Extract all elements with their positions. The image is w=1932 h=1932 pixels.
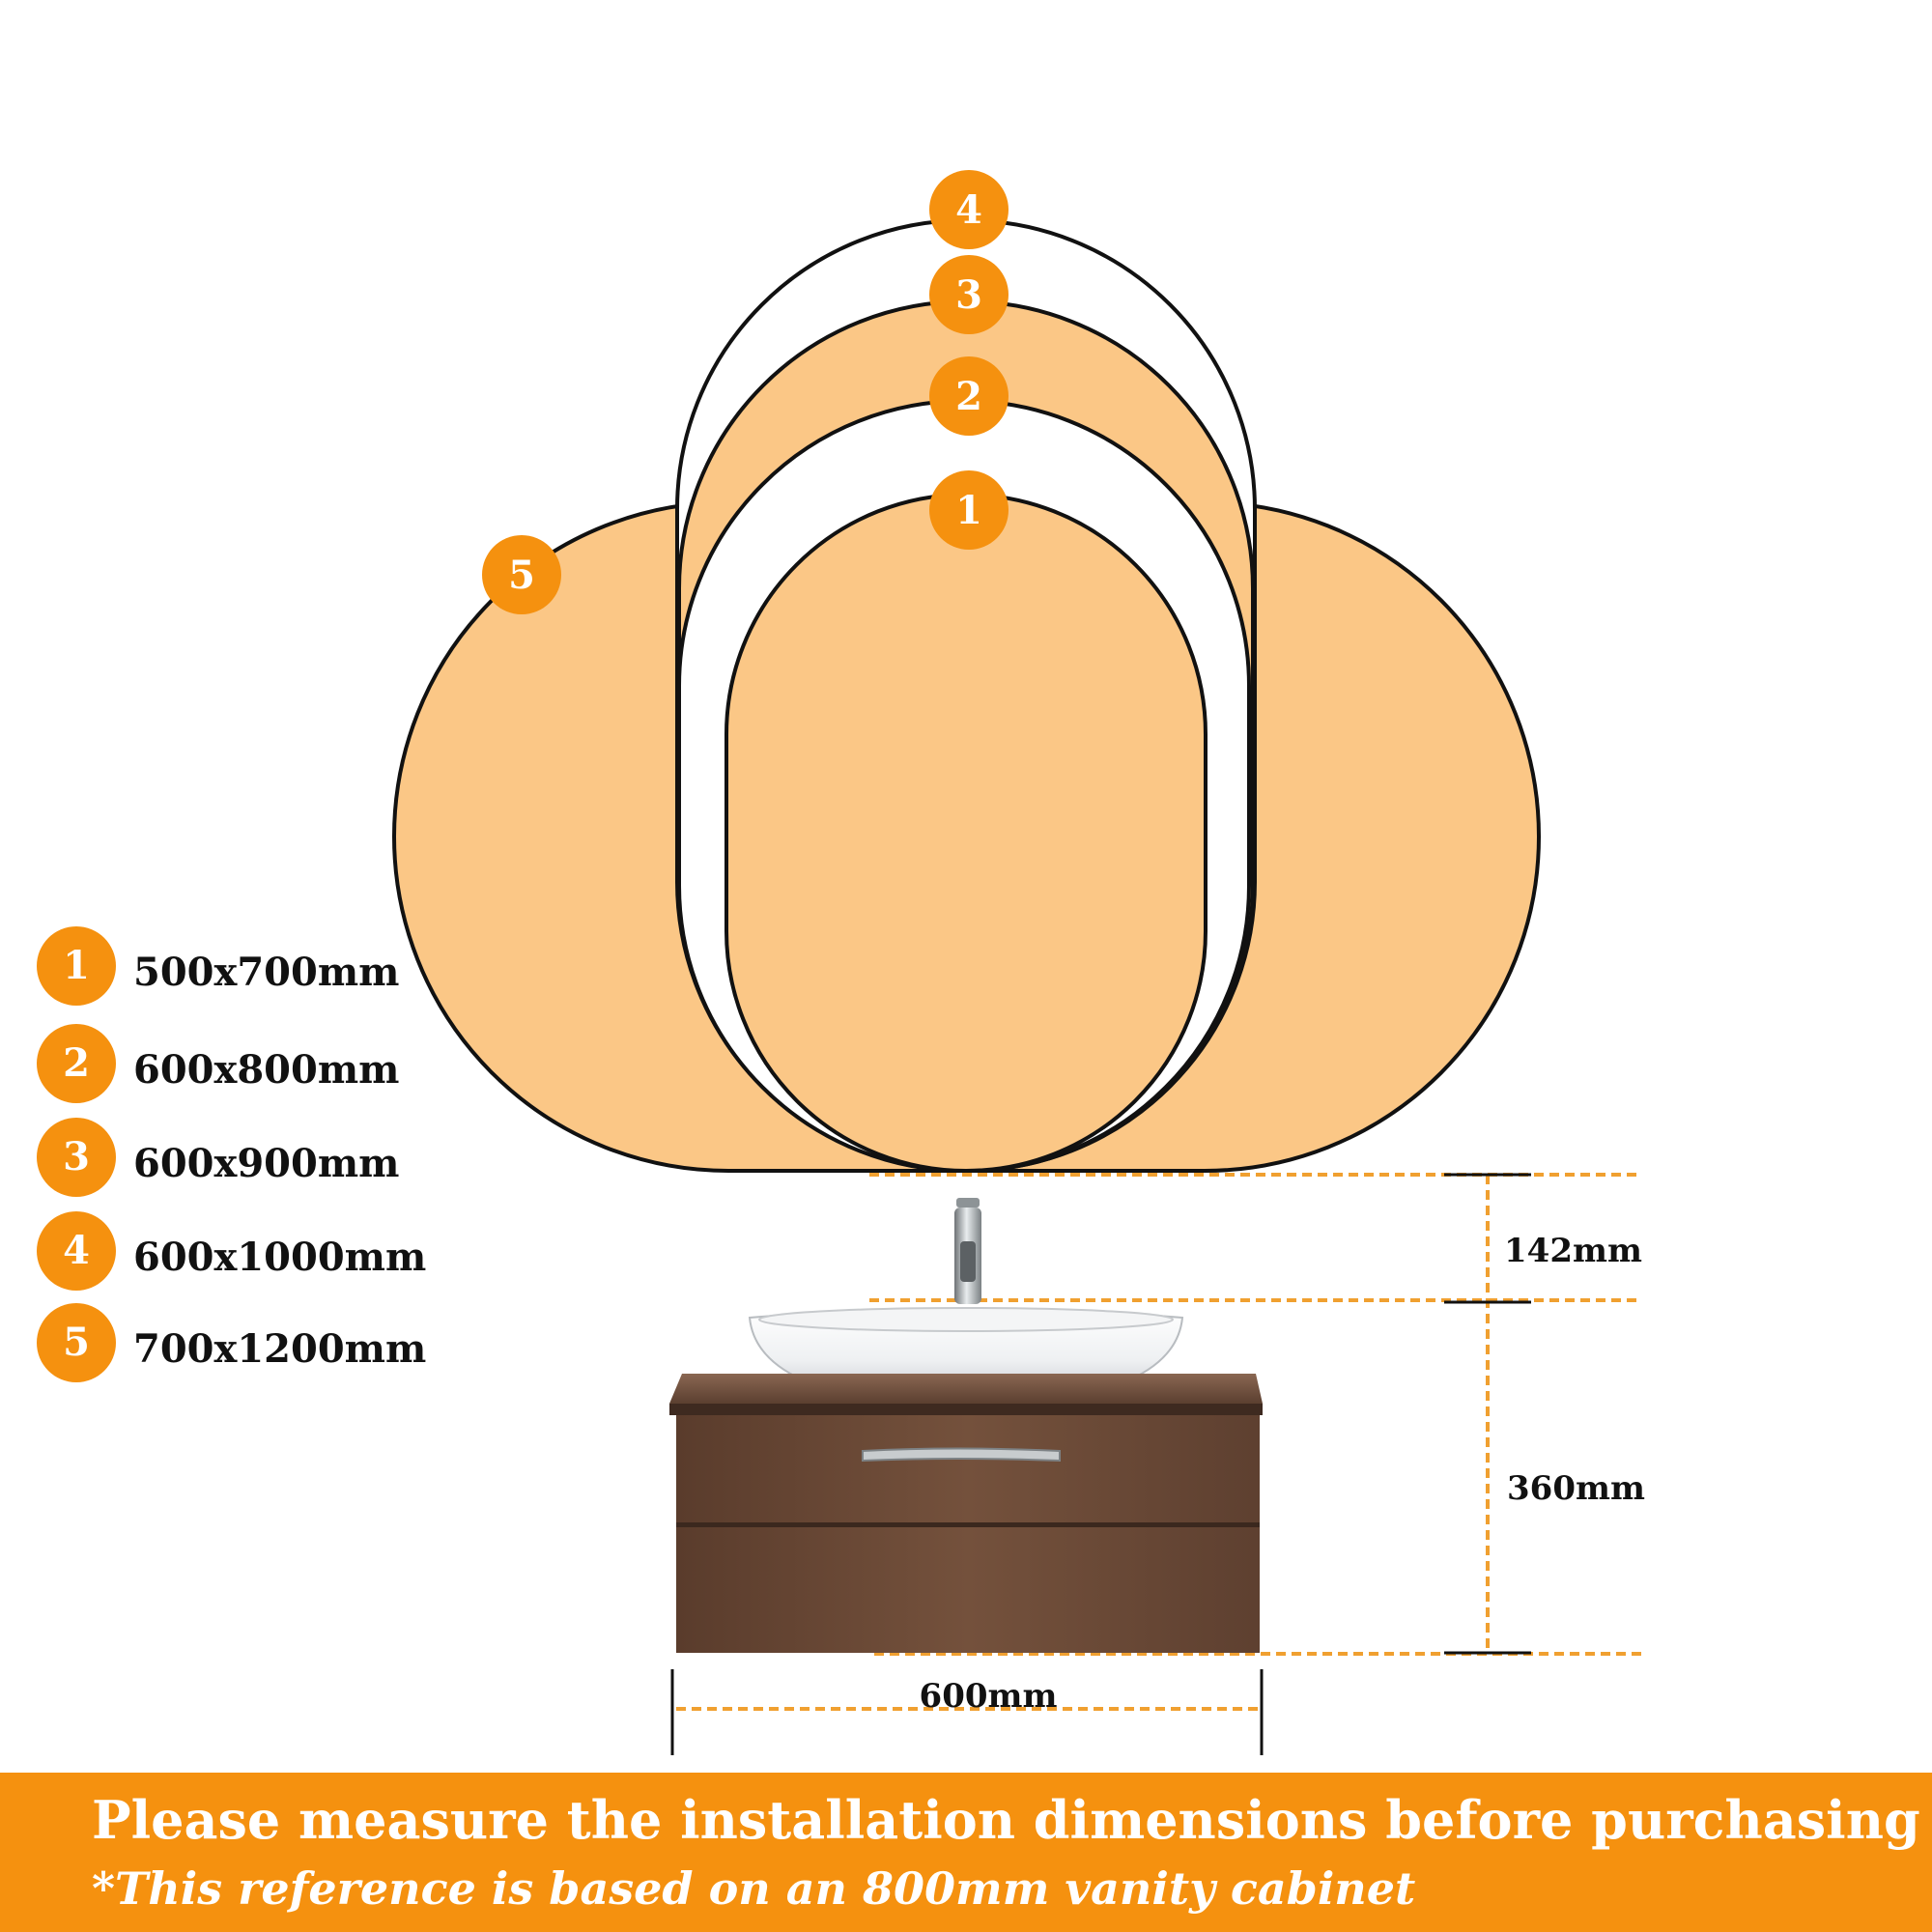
banner-headline: Please measure the installation dimensio…	[92, 1789, 1920, 1851]
dimension-ticks	[670, 1173, 1531, 1755]
banner-subtext: *This reference is based on an 800mm van…	[92, 1862, 1416, 1915]
legend-number: 1	[63, 943, 90, 988]
mirror-size-diagram: 4 3 2 1 5 1 500x700mm 2 600x800mm 3 600x…	[37, 170, 1647, 1755]
dimension-guides	[676, 1173, 1647, 1711]
mirror-1-number: 1	[955, 488, 982, 533]
mirror-4-number: 4	[955, 187, 982, 233]
mirror-2-number: 2	[955, 374, 982, 419]
legend-label: 600x1000mm	[133, 1235, 426, 1280]
vanity-cabinet-illustration	[669, 1374, 1263, 1653]
legend-item: 2 600x800mm	[37, 1024, 400, 1103]
legend-item: 5 700x1200mm	[37, 1303, 426, 1382]
notice-banner	[0, 1773, 1932, 1932]
legend-item: 4 600x1000mm	[37, 1211, 426, 1291]
cabinet-width-label: 600mm	[920, 1677, 1058, 1716]
mirror-4-badge: 4	[929, 170, 1009, 249]
mirror-3-number: 3	[955, 272, 982, 318]
size-legend: 1 500x700mm 2 600x800mm 3 600x900mm 4 60…	[37, 926, 426, 1382]
legend-label: 600x900mm	[133, 1141, 400, 1186]
legend-label: 600x800mm	[133, 1047, 400, 1093]
mirror-2-badge: 2	[929, 356, 1009, 436]
legend-number: 3	[63, 1134, 90, 1179]
faucet-illustration	[954, 1198, 981, 1304]
mirror-5-badge: 5	[482, 535, 561, 614]
legend-item: 3 600x900mm	[37, 1118, 400, 1197]
legend-number: 4	[63, 1228, 90, 1273]
gap-dimension-label: 142mm	[1504, 1232, 1642, 1270]
mirror-1-badge: 1	[929, 470, 1009, 550]
legend-item: 1 500x700mm	[37, 926, 400, 1006]
legend-label: 700x1200mm	[133, 1326, 426, 1372]
mirror-3-badge: 3	[929, 255, 1009, 334]
cabinet-height-label: 360mm	[1507, 1469, 1645, 1508]
legend-number: 5	[63, 1320, 90, 1365]
mirror-1-shape	[724, 493, 1208, 1173]
mirror-5-number: 5	[508, 553, 535, 598]
legend-number: 2	[63, 1040, 90, 1086]
legend-label: 500x700mm	[133, 950, 400, 995]
